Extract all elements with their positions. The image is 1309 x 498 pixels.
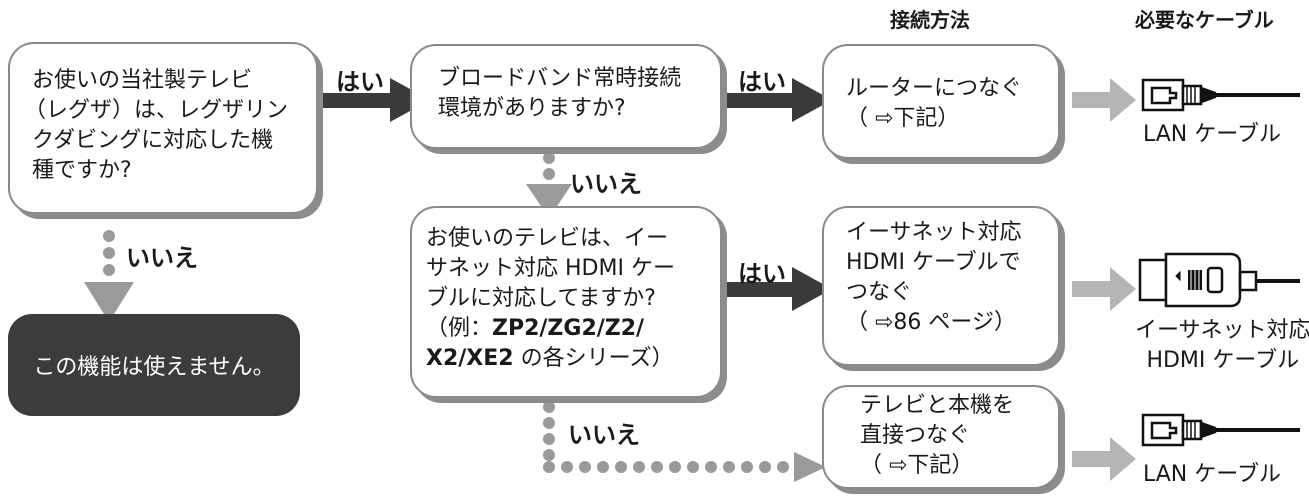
hdmi-line: （ ⇨86 ページ） xyxy=(846,310,1016,335)
direct-line: テレビと本機を xyxy=(860,393,1015,418)
question-broadband: ブロードバンド常時接続 環境がありますか? xyxy=(410,44,722,149)
q1-line: （レグザ）は、レグザリン xyxy=(24,98,289,123)
hdmi-cable-icon xyxy=(1138,252,1300,308)
no-path-q2 xyxy=(526,152,572,218)
q2-line: ブロードバンド常時接続 xyxy=(438,66,682,91)
direct-line: 直接つなぐ xyxy=(860,423,971,448)
no-path-q3 xyxy=(543,401,826,482)
header-connection-method: 接続方法 xyxy=(890,8,970,32)
hdmi-line: HDMI ケーブルで xyxy=(846,250,1021,275)
lan-cable-icon xyxy=(1141,78,1300,112)
dead-end-box: この機能は使えません。 xyxy=(8,314,300,416)
yes-arrow-q2-router xyxy=(722,78,832,122)
header-required-cable: 必要なケーブル xyxy=(1135,8,1274,32)
method-router: ルーターにつなぐ （ ⇨下記） xyxy=(822,44,1060,159)
direct-line: （ ⇨下記） xyxy=(860,453,974,478)
cable-hdmi-line: HDMI ケーブル xyxy=(1146,348,1300,373)
cable-label-lan: LAN ケーブル xyxy=(1143,122,1281,147)
cable-label-lan-2: LAN ケーブル xyxy=(1143,462,1281,487)
no-label: いいえ xyxy=(568,421,640,449)
hdmi-line: イーサネット対応 xyxy=(846,220,1022,245)
example-models-2: X2/XE2 xyxy=(426,346,514,371)
q1-line: クダビングに対応した機 xyxy=(32,128,274,153)
no-label: いいえ xyxy=(126,244,198,272)
example-models: ZP2/ZG2/Z2/ xyxy=(492,316,645,341)
q3-line: サネット対応 HDMI ケー xyxy=(426,256,675,281)
yes-arrow-q3-hdmi xyxy=(722,267,832,311)
q3-line: ブルに対応してますか? xyxy=(426,286,656,311)
lan-cable-icon-2 xyxy=(1141,413,1300,447)
yes-label: はい xyxy=(738,68,786,96)
q1-line: 種ですか? xyxy=(32,158,132,183)
q2-line: 環境がありますか? xyxy=(438,96,626,121)
no-label: いいえ xyxy=(570,170,642,198)
method-direct: テレビと本機を 直接つなぐ （ ⇨下記） xyxy=(822,385,1060,489)
cable-hdmi-line: イーサネット対応 xyxy=(1135,318,1309,343)
q1-line: お使いの当社製テレビ xyxy=(32,68,253,93)
no-path-q1 xyxy=(84,230,134,322)
q3-line: （例：ZP2/ZG2/Z2/ xyxy=(426,314,720,344)
example-suffix: の各シリーズ） xyxy=(513,346,674,371)
q3-line: お使いのテレビは、イー xyxy=(426,226,669,251)
example-prefix: （例： xyxy=(426,316,493,341)
cable-arrows xyxy=(1072,78,1136,481)
question-ethernet-hdmi: お使いのテレビは、イー サネット対応 HDMI ケー ブルに対応してますか? （… xyxy=(410,206,722,398)
yes-label: はい xyxy=(738,260,786,288)
hdmi-line: つなぐ xyxy=(846,280,913,305)
method-hdmi: イーサネット対応 HDMI ケーブルで つなぐ （ ⇨86 ページ） xyxy=(822,206,1060,366)
yes-label: はい xyxy=(336,68,384,96)
router-line: （ ⇨下記） xyxy=(846,106,960,131)
cable-label-hdmi: イーサネット対応 HDMI ケーブル xyxy=(1135,316,1309,376)
question-regza-link-dubbing: お使いの当社製テレビ （レグザ）は、レグザリン クダビングに対応した機 種ですか… xyxy=(8,42,318,214)
router-line: ルーターにつなぐ xyxy=(846,76,1023,101)
q3-line: X2/XE2 の各シリーズ） xyxy=(426,344,720,374)
